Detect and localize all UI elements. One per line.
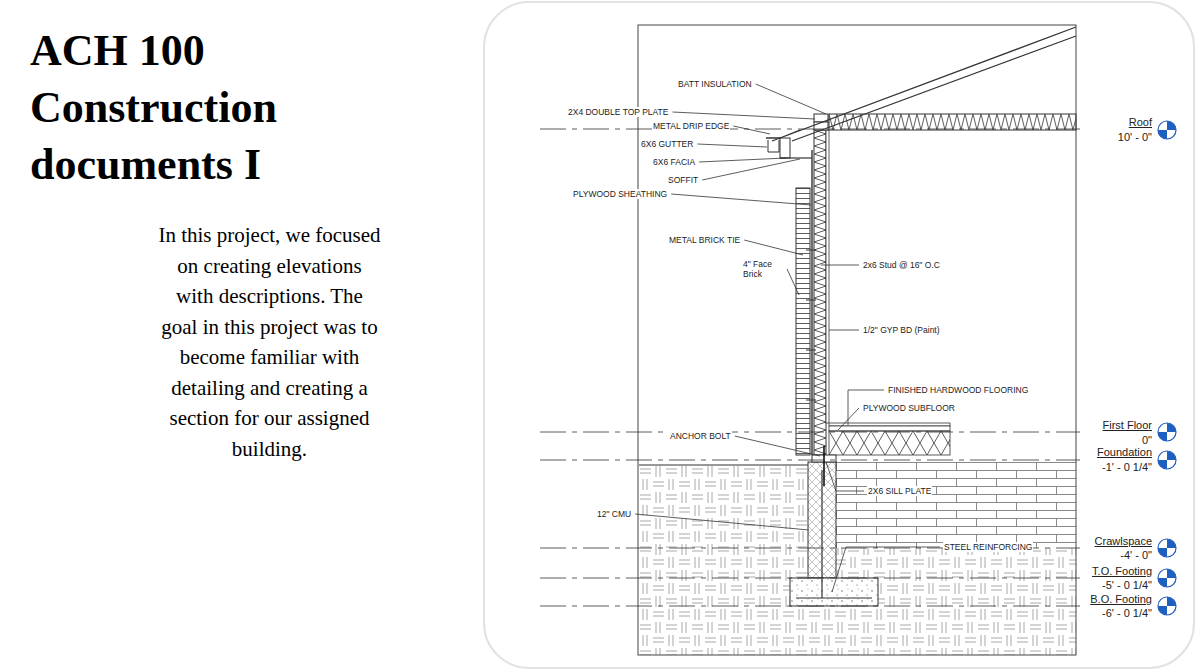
level-elevation: -5' - 0 1/4" bbox=[1102, 579, 1152, 591]
level-marker-ring bbox=[1158, 569, 1176, 587]
level-line bbox=[540, 460, 1080, 461]
drip-edge bbox=[766, 137, 781, 139]
level-marker bbox=[1158, 539, 1176, 557]
level-marker bbox=[1158, 597, 1176, 615]
plywood-sheathing bbox=[811, 150, 812, 455]
leader-line bbox=[826, 462, 864, 491]
level-marker-ring bbox=[1158, 539, 1176, 557]
level-name: T.O. Footing bbox=[1092, 565, 1152, 577]
earth-hatch bbox=[808, 606, 836, 655]
level-name: Crawlspace bbox=[1095, 535, 1152, 547]
earth-hatch bbox=[639, 465, 808, 655]
leader-line bbox=[735, 436, 820, 456]
leader-line bbox=[635, 514, 809, 530]
level-name: B.O. Footing bbox=[1090, 593, 1152, 605]
leader-line bbox=[756, 84, 826, 114]
level-name: Roof bbox=[1129, 116, 1152, 128]
callout-label: 2X6 SILL PLATE bbox=[867, 486, 932, 496]
slide-caption: In this project, we focused on creating … bbox=[157, 220, 382, 464]
leader-line bbox=[671, 194, 811, 205]
leader-line bbox=[787, 269, 799, 295]
level-elevation: 10' - 0" bbox=[1118, 131, 1152, 143]
roof-rafter bbox=[772, 27, 1076, 141]
level-elevation: 0" bbox=[1142, 434, 1152, 446]
leader-line bbox=[832, 547, 940, 592]
level-marker bbox=[1158, 423, 1176, 441]
leader-line bbox=[672, 112, 815, 119]
level-marker-ring bbox=[1158, 597, 1176, 615]
gutter bbox=[768, 140, 779, 152]
leader-line bbox=[699, 158, 786, 162]
leader-line bbox=[829, 330, 859, 331]
callout-label: ANCHOR BOLT bbox=[669, 431, 732, 441]
drawing-frame bbox=[638, 25, 1076, 655]
rebar bbox=[796, 470, 872, 598]
leader-line bbox=[838, 408, 859, 430]
callout-label: 6X6 FACIA bbox=[652, 157, 696, 167]
callout-label: 12" CMU bbox=[596, 509, 632, 519]
callout-label: PLYWOOD SUBFLOOR bbox=[862, 403, 956, 413]
level-marker-fill bbox=[1158, 423, 1176, 441]
level-marker bbox=[1158, 121, 1176, 139]
anchor-bolt bbox=[823, 446, 825, 486]
leader-line bbox=[744, 240, 803, 255]
callout-label: BATT INSULATION bbox=[677, 79, 753, 89]
ceiling-insulation bbox=[829, 114, 1076, 130]
level-marker-fill bbox=[1158, 539, 1176, 557]
callout-label: SOFFIT bbox=[667, 175, 699, 185]
subfloor bbox=[829, 426, 950, 431]
slide-panel bbox=[484, 2, 1194, 668]
level-line bbox=[540, 129, 1080, 130]
level-marker-ring bbox=[1158, 121, 1176, 139]
callout-label: 2X4 DOUBLE TOP PLATE bbox=[567, 107, 669, 117]
level-marker-fill bbox=[1158, 121, 1176, 139]
callout-label: 1/2" GYP BD (Paint) bbox=[862, 325, 941, 335]
leader-line bbox=[821, 265, 859, 266]
fascia bbox=[780, 138, 790, 158]
callout-label: FINISHED HARDWOOD FLOORING bbox=[887, 385, 1029, 395]
level-marker-ring bbox=[1158, 423, 1176, 441]
callout-label: 6X6 GUTTER bbox=[640, 139, 694, 149]
floor-joist bbox=[829, 431, 950, 455]
level-name: Foundation bbox=[1097, 446, 1152, 458]
level-marker bbox=[1158, 569, 1176, 587]
hardwood-floor bbox=[829, 423, 950, 426]
leader-line bbox=[702, 159, 800, 180]
callout-label: METAL DRIP EDGE bbox=[652, 121, 730, 131]
level-marker-fill bbox=[1158, 451, 1176, 469]
grade-line bbox=[639, 465, 808, 466]
callout-label: 2x6 Stud @ 16" O.C bbox=[862, 260, 941, 270]
level-line bbox=[540, 578, 1080, 579]
level-marker-fill bbox=[1158, 597, 1176, 615]
stud-insulation bbox=[814, 130, 826, 455]
leader-line bbox=[697, 144, 767, 147]
crawlspace-block bbox=[836, 462, 1076, 548]
level-elevation: -1' - 0 1/4" bbox=[1102, 461, 1152, 473]
footing-ground bbox=[790, 578, 878, 606]
level-elevation: -6' - 0 1/4" bbox=[1102, 607, 1152, 619]
face-brick bbox=[796, 188, 810, 455]
callout-label: METAL BRICK TIE bbox=[668, 235, 741, 245]
concrete-footing bbox=[790, 578, 878, 606]
level-marker bbox=[1158, 451, 1176, 469]
level-line bbox=[540, 432, 1080, 433]
callout-label: 4" Face Brick bbox=[742, 259, 784, 279]
leader-line bbox=[733, 126, 770, 134]
callout-label: STEEL REINFORCING bbox=[943, 542, 1033, 552]
slide-title: ACH 100 Construction documents I bbox=[30, 22, 390, 193]
level-line bbox=[540, 606, 1080, 607]
gypsum-board bbox=[826, 130, 829, 423]
brick-tie bbox=[806, 250, 816, 400]
level-name: First Floor bbox=[1103, 419, 1153, 431]
level-marker-ring bbox=[1158, 451, 1176, 469]
callout-label: PLYWOOD SHEATHING bbox=[572, 189, 668, 199]
level-elevation: -4' - 0" bbox=[1120, 549, 1152, 561]
level-marker-fill bbox=[1158, 569, 1176, 587]
